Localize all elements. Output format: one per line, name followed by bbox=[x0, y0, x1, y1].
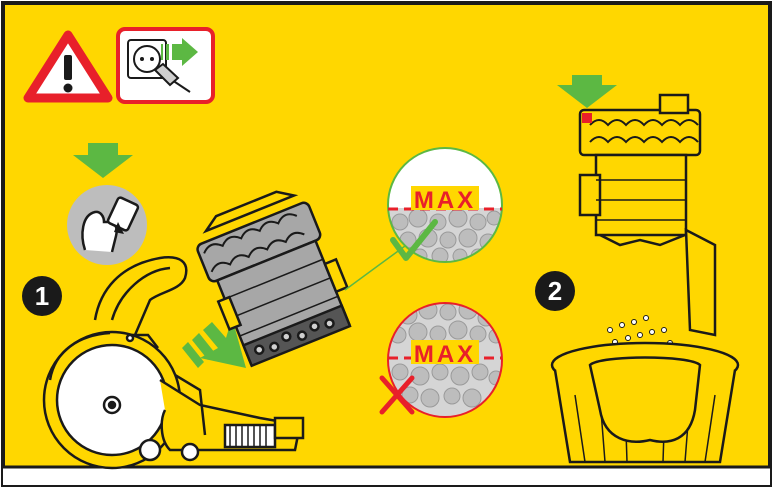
step-number-2: 2 bbox=[548, 276, 562, 306]
trash-can-illustration bbox=[552, 343, 738, 462]
step-1-badge: 1 bbox=[22, 276, 62, 316]
max-label: MAX bbox=[414, 187, 476, 214]
max-label: MAX bbox=[414, 341, 476, 368]
step-number-1: 1 bbox=[35, 281, 49, 311]
press-button-icon bbox=[67, 185, 147, 265]
unplug-power-icon bbox=[118, 29, 213, 102]
step-2-badge: 2 bbox=[535, 271, 575, 311]
